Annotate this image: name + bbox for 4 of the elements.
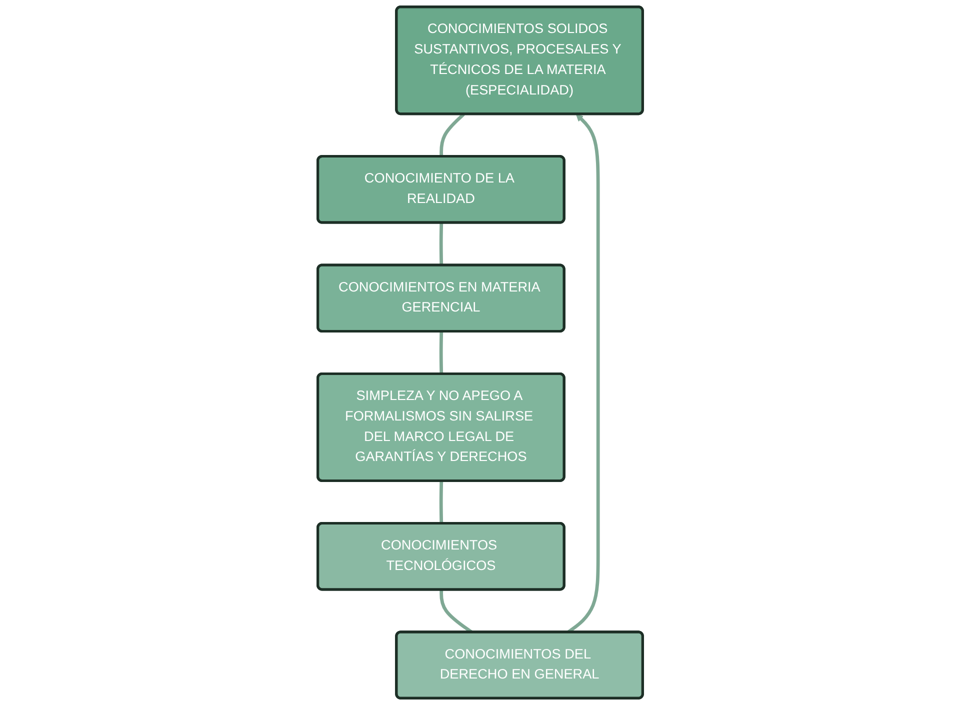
connector <box>440 222 444 266</box>
connector <box>440 481 444 524</box>
connector <box>440 332 444 374</box>
connector <box>440 112 466 157</box>
